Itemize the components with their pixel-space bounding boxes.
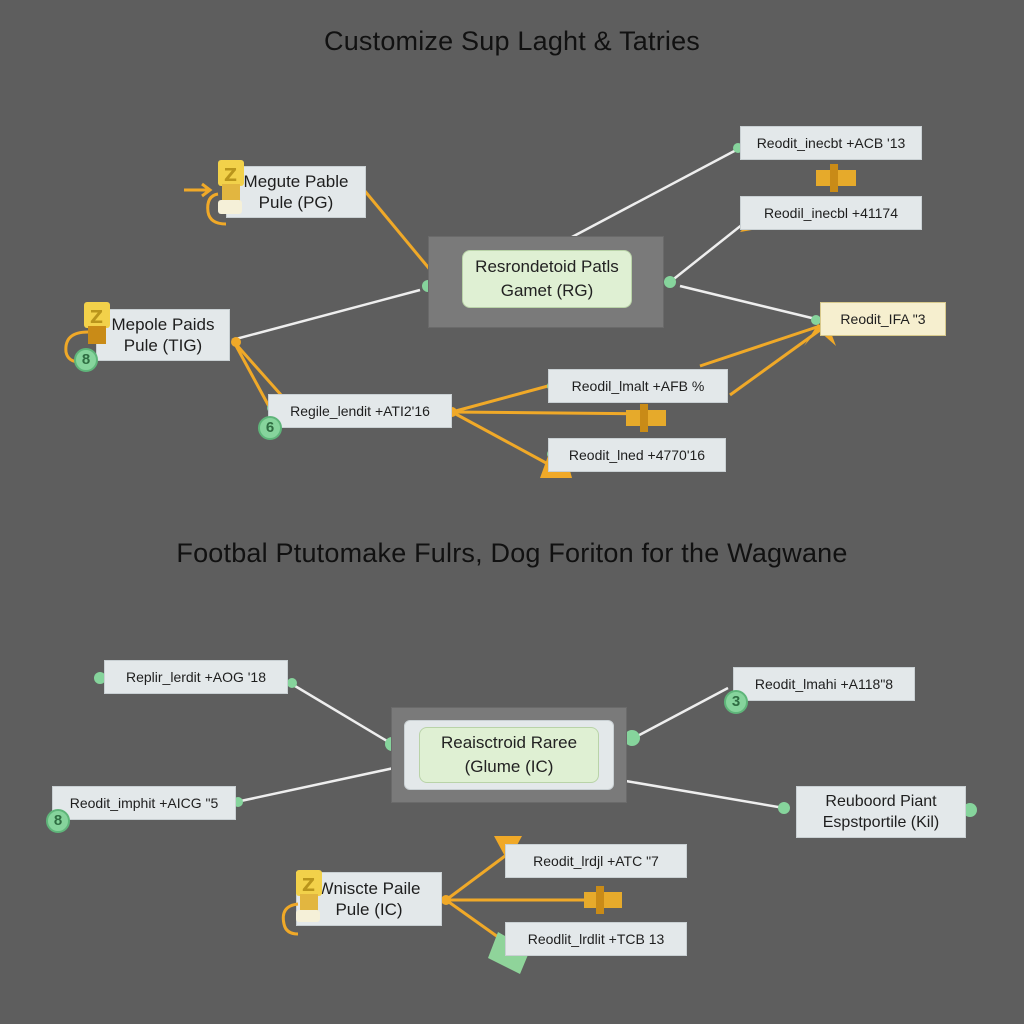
double-arrow-connector-icon xyxy=(816,164,856,192)
trophy-cup-icon: Z xyxy=(64,302,110,364)
connector-line xyxy=(679,284,821,322)
node-line-1: Mepole Paids xyxy=(111,315,215,334)
double-arrow-connector-icon xyxy=(584,886,622,914)
trophy-cup-icon: Z xyxy=(281,870,322,936)
port-green[interactable] xyxy=(287,678,297,688)
connector-line xyxy=(232,341,274,413)
left-node[interactable]: Mepole Paids Pule (TIG) xyxy=(96,309,230,361)
node-line-1: Reuboord Piant xyxy=(825,793,937,810)
connector-line xyxy=(669,219,749,283)
diagram-2-title: Footbal Ptutomake Fulrs, Dog Foriton for… xyxy=(176,538,848,568)
left-node[interactable]: Replir_lerdit +AOG '18 xyxy=(104,660,288,694)
connector-line xyxy=(554,146,741,248)
node-line-1: Megute Pable xyxy=(243,172,349,191)
hub-node[interactable]: Reaisctroid Raree (Glume (IC) xyxy=(404,720,614,790)
port-green[interactable] xyxy=(624,730,640,746)
node-line-2: Pule (TIG) xyxy=(123,336,203,355)
connector-line xyxy=(451,384,549,414)
hub-node-bubble: Reaisctroid Raree (Glume (IC) xyxy=(419,727,599,783)
node-line-2: Pule (PG) xyxy=(258,193,334,212)
hub-node-line-1: Reaisctroid Raree xyxy=(440,733,578,752)
node-line-2: Espstportile (Kil) xyxy=(822,814,940,831)
port-green[interactable] xyxy=(963,803,977,817)
svg-text:Z: Z xyxy=(224,165,237,186)
connector-line xyxy=(729,328,821,397)
port-green[interactable] xyxy=(811,315,821,325)
right-node[interactable]: Reodit_inecbt +ACB '13 xyxy=(740,126,922,160)
double-arrow-connector-icon xyxy=(626,404,666,432)
diagram-1-title: Customize Sup Laght & Tatries xyxy=(324,26,700,56)
left-node[interactable]: Reodit_imphit +AICG "5 xyxy=(52,786,236,820)
badge: 3 xyxy=(724,690,748,714)
right-node[interactable]: Reodil_inecbl +41174 xyxy=(740,196,922,230)
right-node[interactable]: Reodit_lmahi +A118"8 xyxy=(733,667,915,701)
right-node-highlighted[interactable]: Reodit_IFA "3 xyxy=(820,302,946,336)
connector-line xyxy=(451,410,549,466)
connector-line xyxy=(629,686,729,742)
svg-text:Z: Z xyxy=(302,875,315,896)
port-green[interactable] xyxy=(664,276,676,288)
connector-line xyxy=(231,288,421,342)
right-node[interactable]: Reodil_lmalt +AFB % xyxy=(548,369,728,403)
connector-line xyxy=(289,681,393,746)
left-node[interactable]: Megute Pable Pule (PG) xyxy=(226,166,366,218)
right-node[interactable]: Reodlit_lrdlit +TCB 13 xyxy=(505,922,687,956)
badge: 8 xyxy=(74,348,98,372)
connector-line xyxy=(445,854,506,902)
connector-line xyxy=(362,189,434,273)
right-node-two-line[interactable]: Reuboord Piant Espstportile (Kil) xyxy=(796,786,966,838)
hub-node-line-2: (Glume (IC) xyxy=(464,757,554,776)
hub-node-line-2: Gamet (RG) xyxy=(500,281,594,300)
hub-node-line-1: Resrondetoid Patls xyxy=(475,257,619,276)
svg-text:Z: Z xyxy=(90,307,103,328)
mid-node[interactable]: Regile_lendit +ATI2'16 xyxy=(268,394,452,428)
port-green[interactable] xyxy=(231,337,241,347)
connector-line xyxy=(619,778,785,810)
connector-line xyxy=(235,766,395,804)
right-node[interactable]: Reodit_lrdjl +ATC "7 xyxy=(505,844,687,878)
hub-node[interactable]: Resrondetoid Patls Gamet (RG) xyxy=(462,250,632,308)
badge: 6 xyxy=(258,416,282,440)
trophy-cup-icon: Z xyxy=(184,160,244,226)
connector-line xyxy=(699,324,821,368)
port-green[interactable] xyxy=(94,672,106,684)
connector-line xyxy=(451,410,661,416)
connector-line xyxy=(445,898,506,944)
badge: 8 xyxy=(46,809,70,833)
node-line-2: Pule (IC) xyxy=(335,900,403,919)
port-green[interactable] xyxy=(778,802,790,814)
node-line-1: Wniscte Paile xyxy=(317,879,421,898)
right-node[interactable]: Reodit_lned +4770'16 xyxy=(548,438,726,472)
port-green[interactable] xyxy=(441,895,451,905)
